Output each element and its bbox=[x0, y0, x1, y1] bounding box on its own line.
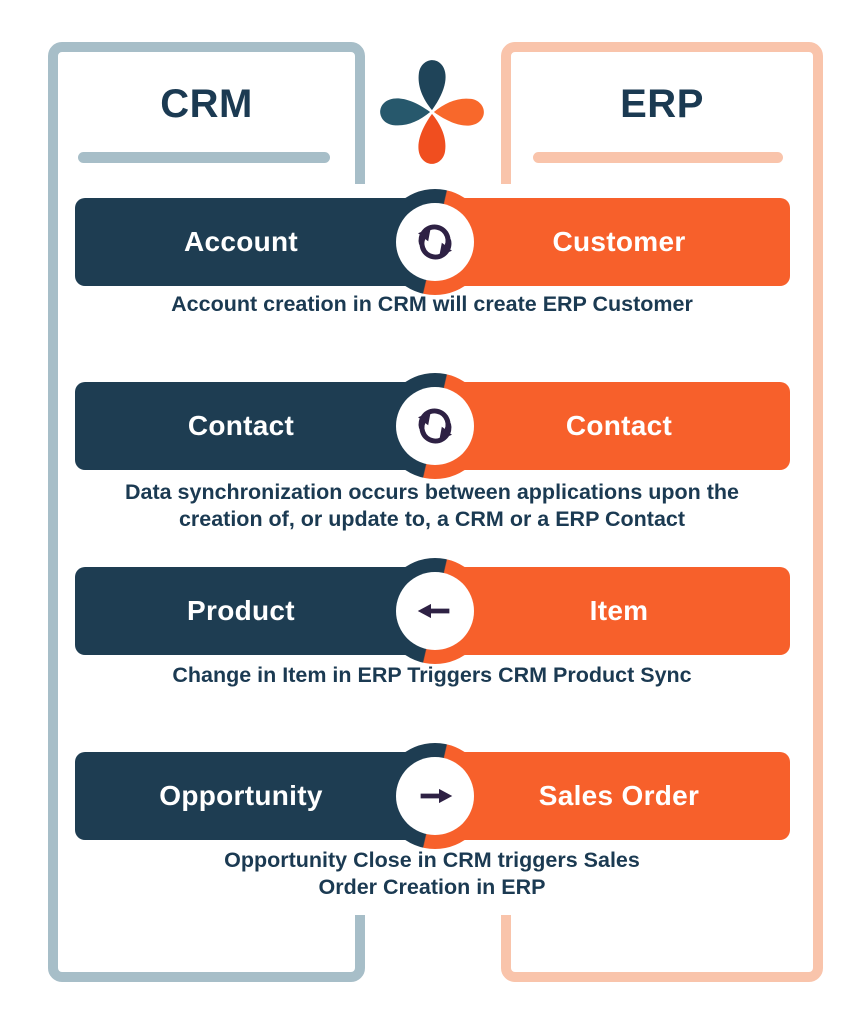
row-caption: Change in Item in ERP Triggers CRM Produ… bbox=[32, 662, 832, 689]
erp-entity-label: Contact bbox=[565, 410, 673, 441]
crm-bar bbox=[75, 567, 440, 655]
caption-line: Opportunity Close in CRM triggers Sales bbox=[224, 848, 640, 872]
crm-title-underline bbox=[78, 152, 330, 163]
erp-column-title: ERP bbox=[620, 82, 704, 126]
caption-line: Change in Item in ERP Triggers CRM Produ… bbox=[172, 663, 692, 687]
sync-icon bbox=[396, 387, 474, 465]
arrow-left-icon bbox=[396, 572, 474, 650]
sync-pinwheel-logo-icon bbox=[375, 56, 489, 168]
erp-entity-label: Item bbox=[589, 595, 649, 626]
row-caption: Opportunity Close in CRM triggers Sales … bbox=[32, 847, 832, 901]
crm-bar bbox=[75, 382, 440, 470]
row-product-item: Product Item bbox=[0, 558, 864, 664]
crm-entity-label: Contact bbox=[187, 410, 295, 441]
row-caption: Data synchronization occurs between appl… bbox=[32, 479, 832, 533]
caption-line: Account creation in CRM will create ERP … bbox=[171, 292, 693, 316]
crm-entity-label: Opportunity bbox=[159, 780, 323, 811]
erp-entity-label: Customer bbox=[552, 226, 686, 257]
sync-icon bbox=[396, 203, 474, 281]
crm-frame-inner-gap bbox=[353, 184, 367, 915]
caption-line: Data synchronization occurs between appl… bbox=[124, 480, 740, 504]
erp-frame-inner-gap bbox=[500, 184, 514, 915]
arrow-right-icon bbox=[396, 757, 474, 835]
erp-entity-label: Sales Order bbox=[538, 780, 700, 811]
crm-entity-label: Product bbox=[187, 595, 295, 626]
row-caption: Account creation in CRM will create ERP … bbox=[32, 291, 832, 318]
caption-line: creation of, or update to, a CRM or a ER… bbox=[178, 507, 686, 531]
erp-bar bbox=[430, 198, 790, 286]
erp-bar bbox=[430, 752, 790, 840]
crm-bar bbox=[75, 198, 440, 286]
row-contact-contact: Contact Contact bbox=[0, 373, 864, 479]
erp-bar bbox=[430, 382, 790, 470]
crm-column-title: CRM bbox=[160, 82, 253, 126]
crm-entity-label: Account bbox=[183, 226, 299, 257]
crm-bar bbox=[75, 752, 440, 840]
erp-bar bbox=[430, 567, 790, 655]
erp-title-underline bbox=[533, 152, 783, 163]
row-account-customer: Account Customer bbox=[0, 189, 864, 295]
caption-line: Order Creation in ERP bbox=[318, 875, 546, 899]
row-opportunity-salesorder: Opportunity Sales Order bbox=[0, 743, 864, 849]
